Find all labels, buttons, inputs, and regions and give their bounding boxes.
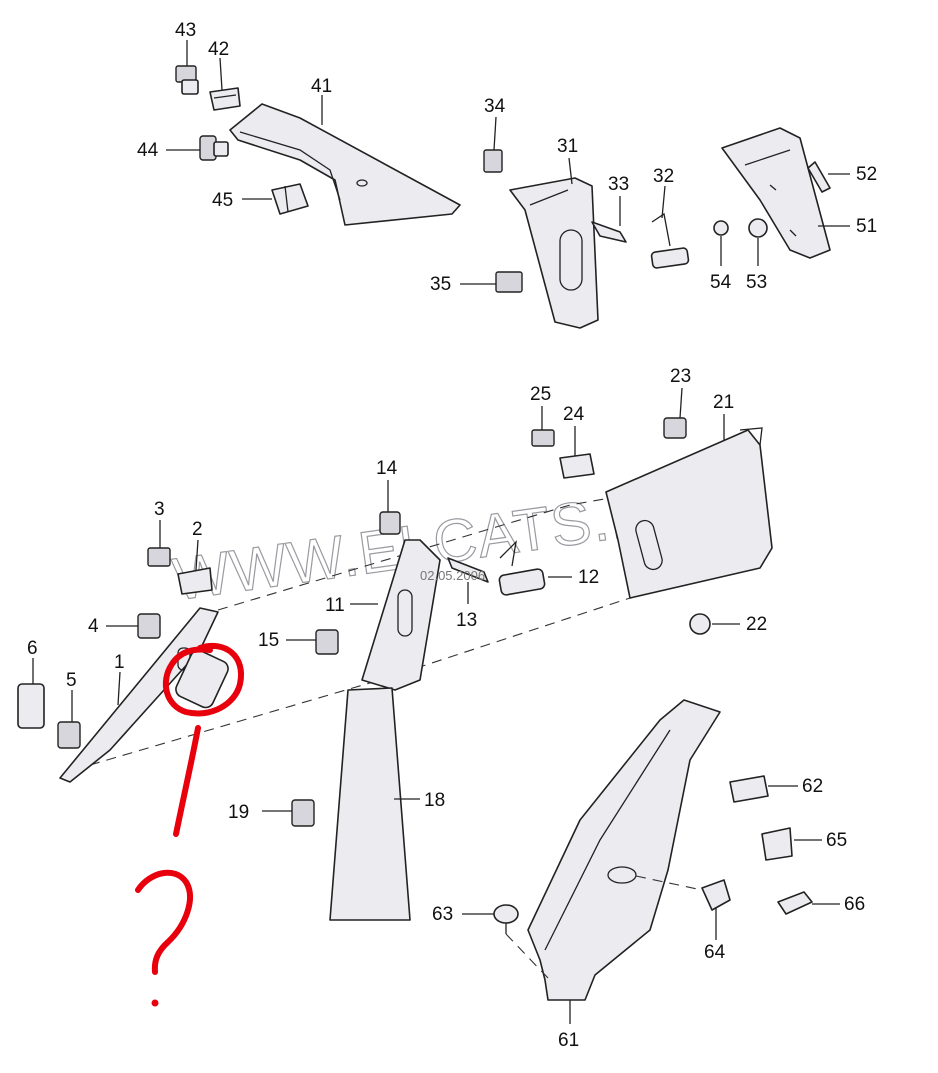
callout-21: 21	[713, 392, 734, 413]
part-11-b-pillar-upper	[361, 539, 441, 691]
callout-6: 6	[27, 638, 38, 659]
part-65-clip	[761, 827, 793, 861]
red-circle-mark	[162, 642, 245, 717]
part-54-nut	[713, 220, 729, 236]
red-annotation: ?	[0, 0, 245, 1007]
callout-63: 63	[432, 904, 453, 925]
part-66-cap	[777, 891, 813, 915]
callout-3: 3	[154, 499, 165, 520]
part-15-clip	[315, 629, 339, 655]
part-6-cap	[17, 683, 45, 729]
callout-34: 34	[484, 96, 506, 117]
callout-43: 43	[175, 20, 196, 41]
part-22-nut	[689, 613, 711, 635]
callout-64: 64	[704, 942, 726, 963]
callout-4: 4	[88, 616, 99, 637]
assembly-line-upper	[217, 497, 611, 611]
callout-65: 65	[826, 830, 847, 851]
part-highlighted-badge	[175, 649, 229, 709]
date-stamp: 02.05.2006	[420, 568, 485, 583]
callout-22: 22	[746, 614, 767, 635]
part-25-clip	[531, 429, 555, 447]
red-pointer-line	[173, 725, 201, 837]
part-3-clip	[147, 547, 171, 567]
callout-66: 66	[844, 894, 865, 915]
part-35-clip	[495, 271, 523, 293]
part-13-screw	[447, 557, 489, 583]
part-32-airbag-badge	[650, 212, 690, 269]
callout-32: 32	[653, 166, 674, 187]
part-12-airbag-badge	[498, 540, 546, 596]
callout-62: 62	[802, 776, 823, 797]
callout-5: 5	[66, 670, 77, 691]
callout-44: 44	[137, 140, 159, 161]
callout-61: 61	[558, 1030, 579, 1051]
callout-12: 12	[578, 567, 599, 588]
callout-14: 14	[376, 458, 398, 479]
part-41-trim-panel	[229, 103, 461, 226]
callout-1: 1	[114, 652, 125, 673]
part-33-screw	[591, 221, 627, 243]
part-34-clip	[483, 149, 503, 173]
red-question-mark	[135, 869, 193, 975]
callout-53: 53	[746, 272, 767, 293]
part-52-screw	[807, 161, 831, 193]
callout-31: 31	[557, 136, 578, 157]
callout-13: 13	[456, 610, 477, 631]
part-43-clip	[175, 65, 199, 95]
part-4-fastener	[137, 613, 161, 639]
red-question-dot	[151, 999, 159, 1007]
part-21-rear-trim-panel	[605, 427, 773, 599]
part-5-fastener	[57, 721, 81, 749]
callout-54: 54	[710, 272, 732, 293]
callout-41: 41	[311, 76, 332, 97]
assembly-line-64	[635, 875, 703, 891]
callout-24: 24	[563, 404, 585, 425]
callout-33: 33	[608, 174, 629, 195]
callout-2: 2	[192, 519, 203, 540]
callout-15: 15	[258, 630, 279, 651]
callout-numbers: 43 42 41 44 45 34 31 33 32 35 52 51 54 5…	[27, 20, 877, 1051]
part-64-cap	[701, 879, 731, 911]
part-51-trim	[721, 127, 831, 259]
part-23-clip	[663, 417, 687, 439]
assembly-line-lower	[89, 597, 631, 766]
callout-51: 51	[856, 216, 877, 237]
part-24-clip	[559, 453, 595, 479]
callout-18: 18	[424, 790, 445, 811]
part-61-c-pillar-trim	[527, 699, 721, 1001]
callout-45: 45	[212, 190, 233, 211]
part-42-clip	[209, 87, 241, 111]
part-63-button-clip	[493, 904, 519, 934]
callout-25: 25	[530, 384, 551, 405]
callout-23: 23	[670, 366, 691, 387]
part-18-b-pillar-lower	[329, 687, 411, 921]
leader-lines	[32, 40, 850, 1024]
part-2-clip	[177, 567, 213, 595]
part-19-clip	[291, 799, 315, 827]
part-14-clip	[379, 511, 401, 535]
part-44-fastener	[199, 135, 229, 161]
part-45-clip	[271, 183, 309, 215]
question-mark-text: ?	[0, 0, 1, 1]
callout-52: 52	[856, 164, 877, 185]
callout-42: 42	[208, 39, 229, 60]
part-31-a-pillar-trim	[509, 177, 599, 329]
part-62-clip	[729, 775, 769, 803]
callout-35: 35	[430, 274, 451, 295]
part-53-bolt	[748, 218, 768, 238]
callout-19: 19	[228, 802, 249, 823]
callout-11: 11	[325, 595, 345, 616]
